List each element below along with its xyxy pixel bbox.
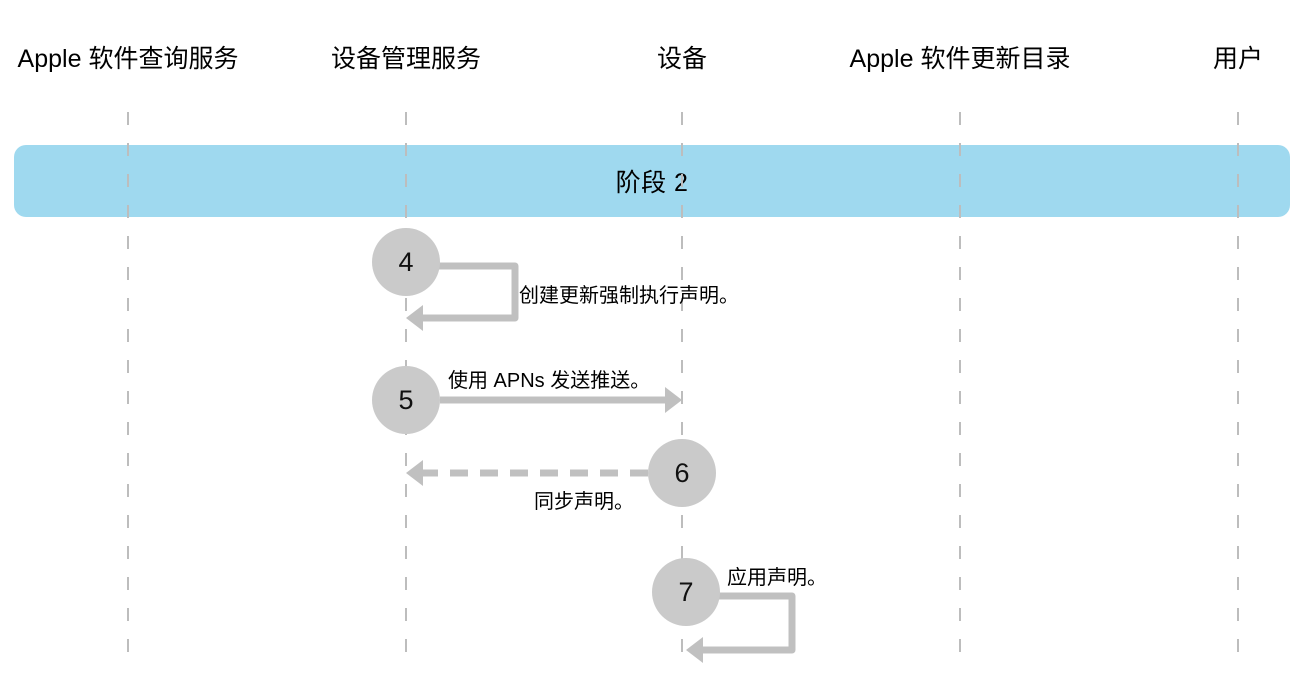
- phase-banner: 阶段 2: [14, 145, 1290, 217]
- phase-banner-label: 阶段 2: [615, 169, 689, 197]
- step-number-badge: 7: [652, 558, 720, 626]
- lane-header-device-management-service: 设备管理服务: [330, 45, 482, 73]
- message-line-step-4: [423, 262, 519, 322]
- message-label: 使用 APNs 发送推送。: [448, 370, 651, 392]
- message-line-step-7: [703, 592, 796, 654]
- message-label: 应用声明。: [727, 567, 827, 589]
- lane-header-device: 设备: [656, 45, 708, 73]
- arrowhead-step-4: [406, 305, 423, 331]
- lane-header-apple-software-update-catalog: Apple 软件更新目录: [849, 45, 1071, 73]
- message-label: 创建更新强制执行声明。: [519, 285, 739, 307]
- arrowhead-step-5: [665, 387, 682, 413]
- message-label: 同步声明。: [534, 491, 634, 513]
- lane-header-user: 用户: [1212, 45, 1264, 73]
- arrowhead-step-6: [406, 460, 423, 486]
- step-number-badge: 4: [372, 228, 440, 296]
- arrowhead-step-7: [686, 637, 703, 663]
- step-number-badge: 5: [372, 366, 440, 434]
- step-number-badge: 6: [648, 439, 716, 507]
- lane-header-apple-software-lookup-service: Apple 软件查询服务: [17, 45, 239, 73]
